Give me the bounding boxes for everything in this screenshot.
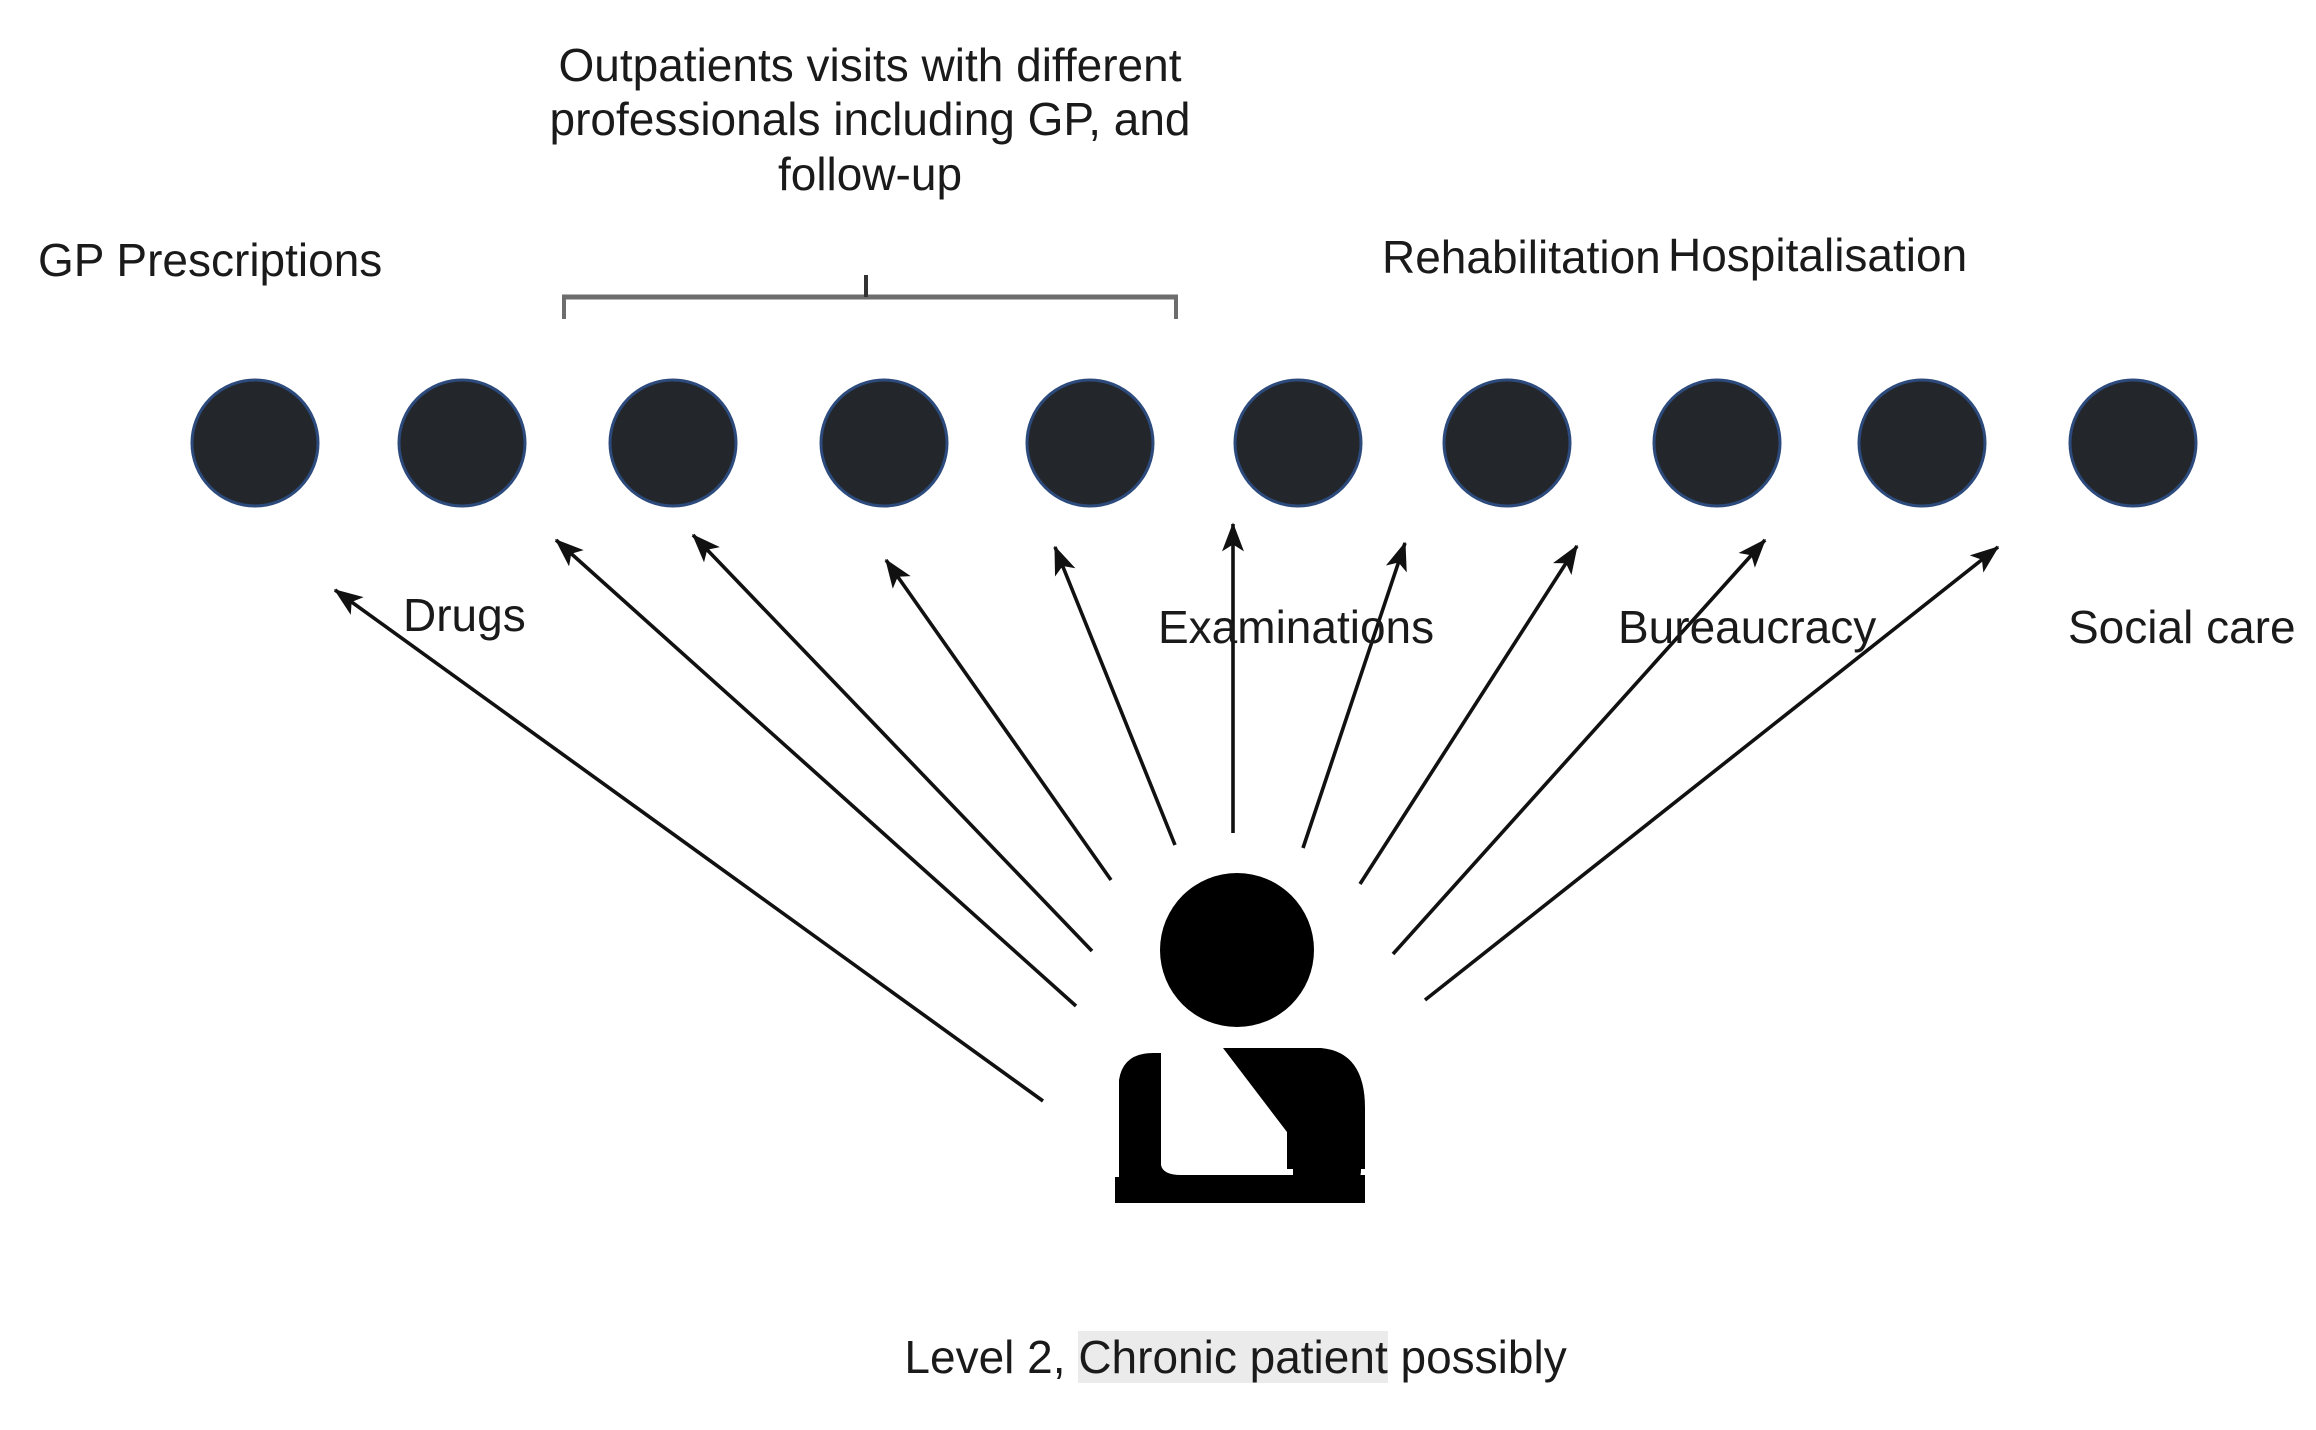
caption-highlight: Chronic patient bbox=[1078, 1331, 1388, 1384]
service-node-9[interactable] bbox=[1857, 378, 1987, 508]
caption-prefix: Level 2, bbox=[904, 1331, 1079, 1384]
arrow-4 bbox=[884, 558, 1113, 882]
patient-torso-icon bbox=[1223, 1048, 1365, 1169]
service-node-1[interactable] bbox=[190, 378, 320, 508]
arrow-group bbox=[333, 522, 2000, 1103]
service-node-7[interactable] bbox=[1442, 378, 1572, 508]
arrow-10 bbox=[1423, 545, 2000, 1002]
arrow-9 bbox=[1391, 538, 1767, 956]
arrow-2 bbox=[554, 538, 1078, 1008]
arrow-8 bbox=[1358, 544, 1579, 885]
chronic-patient-icon bbox=[1115, 873, 1365, 1203]
outpatients-bracket bbox=[562, 275, 1178, 319]
service-node-3[interactable] bbox=[608, 378, 738, 508]
arrow-1 bbox=[333, 588, 1045, 1103]
caption-suffix: possibly bbox=[1387, 1331, 1567, 1384]
service-node-5[interactable] bbox=[1025, 378, 1155, 508]
service-node-group bbox=[190, 378, 2198, 508]
service-node-4[interactable] bbox=[819, 378, 949, 508]
label-examinations: Examinations bbox=[1158, 601, 1435, 653]
patient-head-icon bbox=[1160, 873, 1314, 1027]
label-hospitalisation: Hospitalisation bbox=[1668, 229, 1968, 281]
label-bureaucracy: Bureaucracy bbox=[1618, 601, 1877, 653]
label-gp-prescriptions: GP Prescriptions bbox=[38, 234, 383, 286]
caption-chronic-patient: Level 2, Chronic patient possibly suppor… bbox=[760, 1276, 1660, 1430]
bracket-title-outpatients: Outpatients visits with different profes… bbox=[549, 39, 1191, 200]
label-drugs: Drugs bbox=[403, 589, 526, 641]
arrow-7 bbox=[1301, 541, 1407, 849]
arrow-3 bbox=[691, 533, 1094, 953]
label-social-care: Social care bbox=[2068, 601, 2296, 653]
service-node-6[interactable] bbox=[1233, 378, 1363, 508]
service-node-2[interactable] bbox=[397, 378, 527, 508]
service-node-10[interactable] bbox=[2068, 378, 2198, 508]
patient-base-icon bbox=[1115, 1177, 1365, 1203]
label-rehabilitation: Rehabilitation bbox=[1382, 231, 1661, 283]
arrow-5 bbox=[1053, 545, 1177, 846]
service-node-8[interactable] bbox=[1652, 378, 1782, 508]
